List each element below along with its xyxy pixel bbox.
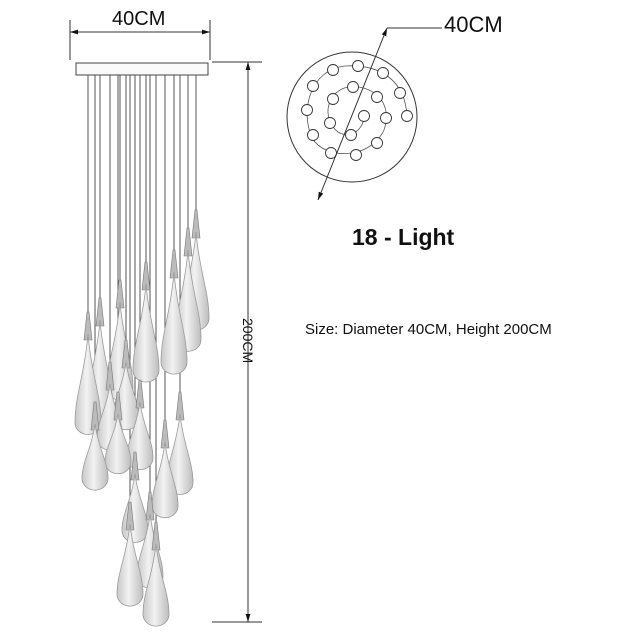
plan-light-dot <box>352 60 364 72</box>
top-width-dimension <box>69 20 211 60</box>
plan-light-dot <box>345 129 357 141</box>
crystal-drop <box>116 523 144 607</box>
plan-light-dot <box>380 112 392 124</box>
drop-cap <box>130 451 140 481</box>
plan-diameter-label: 40CM <box>444 12 503 37</box>
crystal-drop <box>81 423 109 491</box>
top-width-label: 40CM <box>112 8 166 30</box>
light-count-title: 18 - Light <box>352 224 455 250</box>
drop-cap <box>83 311 93 341</box>
drop-cap <box>113 391 123 421</box>
crystal-drop <box>121 473 149 543</box>
plan-light-dot <box>301 104 313 116</box>
plan-light-dot <box>307 80 319 92</box>
plan-light-dot <box>307 129 319 141</box>
drop-cap <box>125 501 135 531</box>
plan-light-dot <box>394 87 406 99</box>
plan-light-positions <box>301 60 413 161</box>
drop-cap <box>191 209 201 239</box>
crystal-drop <box>166 413 194 495</box>
plan-light-dot <box>350 149 362 161</box>
plan-view <box>286 27 442 201</box>
plan-spiral <box>306 65 408 155</box>
drop-cap <box>151 521 161 551</box>
plan-light-dot <box>371 91 383 103</box>
pendant-drops <box>74 75 210 627</box>
plan-light-dot <box>324 117 336 129</box>
crystal-drop <box>104 413 132 475</box>
drop-cap <box>145 491 155 521</box>
drop-cap <box>160 419 170 449</box>
drop-cap <box>183 227 193 257</box>
drop-cap <box>95 297 105 327</box>
plan-diameter-line <box>317 27 388 201</box>
plan-light-dot <box>358 110 370 122</box>
drop-cap <box>121 339 131 369</box>
size-description: Size: Diameter 40CM, Height 200CM <box>305 321 552 338</box>
drop-cap <box>115 279 125 309</box>
drop-cap <box>169 249 179 279</box>
height-label: 200CM <box>240 318 256 364</box>
plan-light-dot <box>377 67 389 79</box>
plan-light-dot <box>347 81 359 93</box>
crystal-drop <box>151 441 179 519</box>
canopy <box>75 62 209 76</box>
crystal-drop <box>132 283 160 383</box>
drop-cap <box>175 391 185 421</box>
plan-light-dot <box>371 137 383 149</box>
height-dimension <box>212 61 262 623</box>
drop-cap <box>90 401 100 431</box>
plan-light-dot <box>327 64 339 76</box>
crystal-drop <box>142 543 170 627</box>
plan-circle <box>286 51 418 183</box>
drop-cap <box>135 379 145 409</box>
plan-light-dot <box>401 110 413 122</box>
plan-light-dot <box>327 93 339 105</box>
drop-cap <box>141 261 151 291</box>
crystal-drop <box>126 401 154 471</box>
drop-cap <box>105 361 115 391</box>
crystal-drop <box>160 271 188 375</box>
